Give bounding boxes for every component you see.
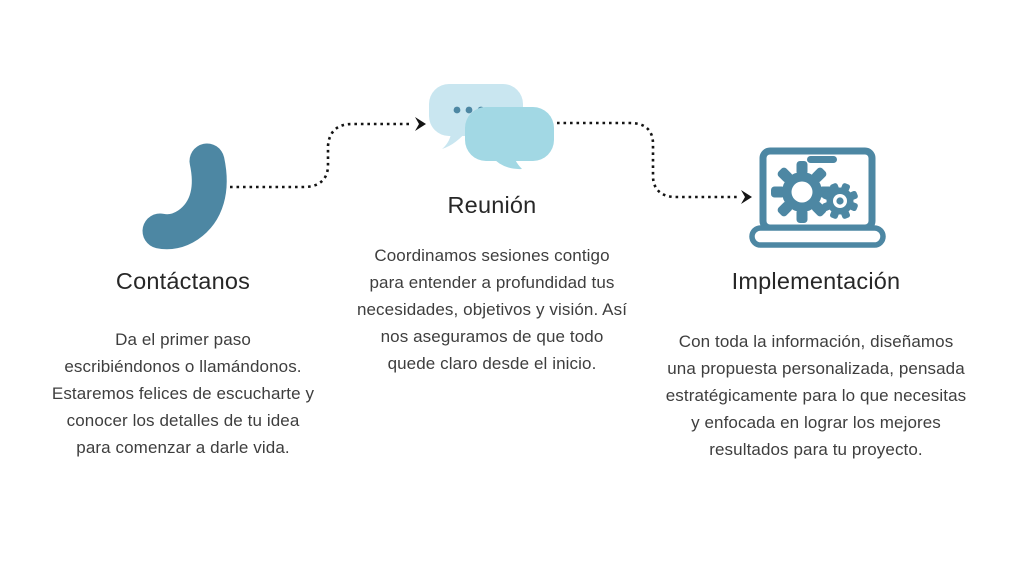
connector-arrowhead-1 — [415, 117, 426, 131]
connector-dotted-line-2 — [557, 121, 737, 199]
chat-bubble-medium — [465, 107, 554, 161]
step-description-reunion: Coordinamos sesiones contigo para entend… — [356, 246, 628, 373]
gear-large — [771, 161, 833, 223]
step-description-contactanos: Da el primer paso escribiéndonos o llamá… — [51, 330, 315, 457]
phone-icon — [142, 143, 227, 250]
step-title-reunion: Reunión — [447, 192, 537, 218]
step-title-contactanos: Contáctanos — [115, 268, 251, 294]
gear-accent-dash — [807, 156, 837, 163]
gear-small — [822, 183, 858, 219]
typing-dot-1 — [453, 106, 461, 114]
typing-dot-2 — [465, 106, 473, 114]
step-title-implementacion: Implementación — [731, 268, 901, 294]
connector-dotted-line-1 — [230, 122, 411, 189]
chat-bubbles-icon — [429, 84, 554, 170]
step-description-implementacion: Con toda la información, diseñamos una p… — [665, 332, 967, 459]
connector-arrowhead-2 — [741, 190, 752, 204]
laptop-gears-icon — [749, 147, 886, 248]
laptop-base — [749, 225, 886, 248]
